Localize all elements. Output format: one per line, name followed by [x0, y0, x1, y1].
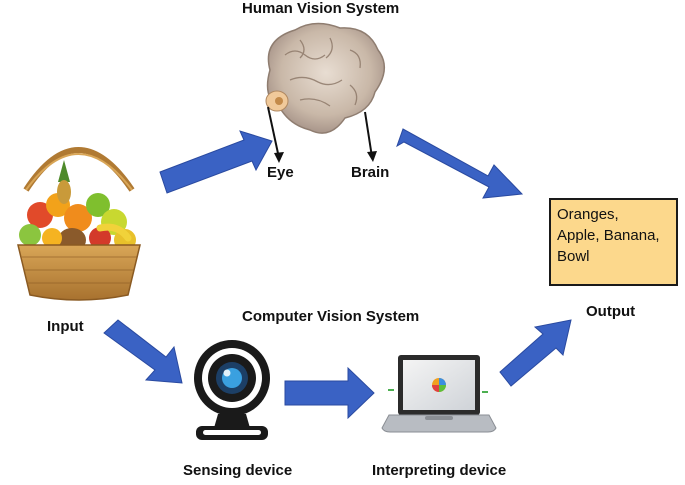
arrow-laptop-to-output	[499, 319, 572, 387]
arrow-webcam-to-laptop	[284, 366, 375, 420]
input-label: Input	[47, 318, 84, 335]
brain-label: Brain	[351, 164, 390, 181]
output-item: Bowl	[557, 248, 590, 265]
output-label: Output	[586, 303, 636, 320]
computer-vision-title: Computer Vision System	[242, 308, 420, 325]
arrow-brain-to-output	[396, 128, 524, 199]
eye-label: Eye	[267, 164, 294, 181]
output-item: Apple, Banana,	[557, 227, 660, 244]
brain-pointer	[364, 111, 377, 162]
fruit-basket-icon	[17, 147, 141, 301]
webcam-icon	[194, 340, 270, 440]
eye-pointer	[267, 106, 284, 163]
human-vision-title: Human Vision System	[242, 0, 400, 17]
arrow-input-to-eye	[159, 130, 273, 194]
output-box: Oranges, Apple, Banana, Bowl	[549, 198, 678, 286]
arrow-input-to-webcam	[103, 319, 183, 384]
output-item: Oranges,	[557, 206, 619, 223]
laptop-icon	[381, 355, 497, 433]
sensing-device-label: Sensing device	[183, 462, 293, 479]
interpreting-device-label: Interpreting device	[372, 462, 507, 479]
brain-icon	[265, 22, 385, 134]
